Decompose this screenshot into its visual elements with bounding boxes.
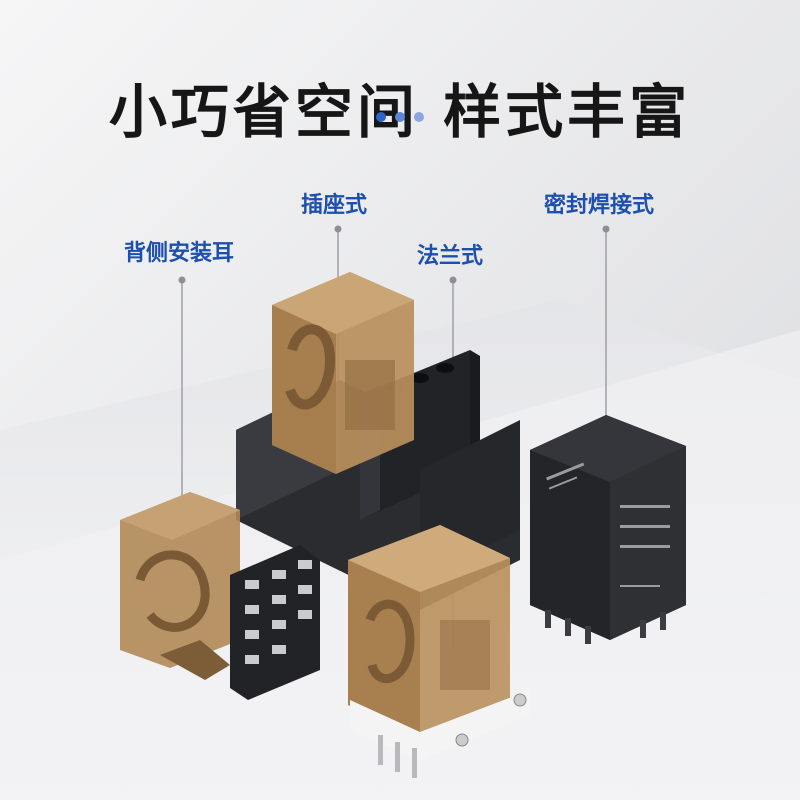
- flange-relay: [348, 525, 530, 778]
- label-back-mount-ear: 背侧安装耳: [124, 241, 235, 266]
- headline: 小巧省空间 样式丰富: [108, 77, 692, 146]
- pagination-dots: [0, 112, 800, 122]
- label-socket-type: 插座式: [301, 193, 368, 218]
- dot-3: [414, 112, 424, 122]
- leader-dots: [178, 225, 610, 284]
- label-flange-type: 法兰式: [417, 244, 484, 269]
- dot-1: [376, 112, 386, 122]
- socket-relay: [272, 272, 414, 474]
- label-sealed-solder: 密封焊接式: [544, 193, 655, 218]
- back-mount-relay: [120, 492, 320, 700]
- dot-2: [395, 112, 405, 122]
- sealed-relay: [530, 415, 686, 644]
